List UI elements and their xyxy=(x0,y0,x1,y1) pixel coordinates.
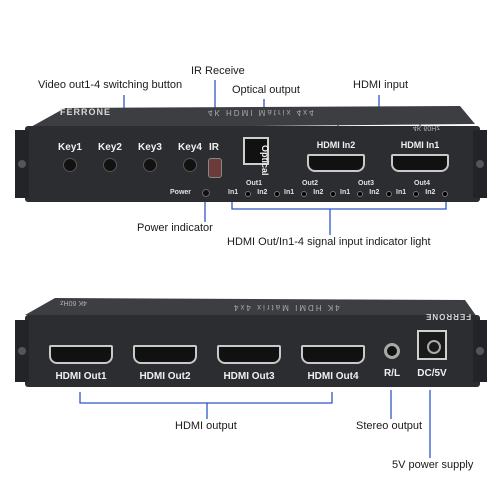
audio-out: R/L xyxy=(378,343,406,379)
optical-label: Optical xyxy=(260,145,270,176)
out4-in1-led xyxy=(412,191,419,197)
out1-group: Out1 In1 In2 xyxy=(228,180,280,197)
hdmi-in2: HDMI In2 xyxy=(306,140,366,172)
hdmi-out4-label: HDMI Out4 xyxy=(307,371,359,382)
key2-button[interactable] xyxy=(103,158,117,172)
audio-label: R/L xyxy=(383,368,401,379)
key3-button[interactable] xyxy=(143,158,157,172)
callout-hdmi-input: HDMI input xyxy=(353,79,409,91)
hdmi-out3-label: HDMI Out3 xyxy=(223,371,275,382)
out3-in2-led xyxy=(385,191,392,197)
out2-in1-label: In1 xyxy=(284,189,295,196)
out3-in1-label: In1 xyxy=(340,189,351,196)
out1-in1-led xyxy=(244,191,251,197)
out1-in1-label: In1 xyxy=(228,189,239,196)
out4-in2-label: In2 xyxy=(425,189,436,196)
key4-label: Key4 xyxy=(178,142,202,153)
out2-in2-led xyxy=(329,191,336,197)
ir-receiver-window xyxy=(208,158,222,178)
power-led xyxy=(202,189,210,197)
key2-label: Key2 xyxy=(98,142,122,153)
dc-power-jack[interactable] xyxy=(417,330,447,360)
out3-label: Out3 xyxy=(358,180,374,187)
callout-video-switch: Video out1-4 switching button xyxy=(38,79,183,91)
dc-power: DC/5V xyxy=(412,330,452,379)
out2-in1-led xyxy=(300,191,307,197)
hdmi-out3-port[interactable] xyxy=(217,345,281,364)
key4[interactable]: Key4 xyxy=(170,142,210,172)
out4-in1-label: In1 xyxy=(396,189,407,196)
out1-in2-label: In2 xyxy=(257,189,268,196)
optical-port[interactable] xyxy=(243,137,269,165)
callout-hdmi-output: HDMI output xyxy=(175,420,237,432)
out3-group: Out3 In1 In2 xyxy=(340,180,392,197)
hdmi-in1: HDMI In1 xyxy=(390,140,450,172)
out4-group: Out4 In1 In2 xyxy=(396,180,448,197)
hdmi-out4-port[interactable] xyxy=(301,345,365,364)
key1[interactable]: Key1 xyxy=(50,142,90,172)
out2-in2-label: In2 xyxy=(313,189,324,196)
hdmi-in1-port[interactable] xyxy=(391,154,449,172)
hdmi-in1-label: HDMI In1 xyxy=(400,140,440,150)
out2-group: Out2 In1 In2 xyxy=(284,180,336,197)
callout-optical-output: Optical output xyxy=(232,84,300,96)
hdmi-out1-label: HDMI Out1 xyxy=(55,371,107,382)
callout-stereo-output: Stereo output xyxy=(356,420,423,432)
rear-tag: 4K 60Hz xyxy=(60,299,87,306)
ir-label: IR xyxy=(209,142,219,153)
key3[interactable]: Key3 xyxy=(130,142,170,172)
front-tag: 4K 60Hz xyxy=(413,124,440,131)
power-label: Power xyxy=(170,189,192,196)
hdmi-out2-label: HDMI Out2 xyxy=(139,371,191,382)
hdmi-in2-port[interactable] xyxy=(307,154,365,172)
rear-brand: FERRONE xyxy=(425,312,472,321)
key4-button[interactable] xyxy=(183,158,197,172)
dc-power-label: DC/5V xyxy=(417,368,447,379)
hdmi-in2-label: HDMI In2 xyxy=(316,140,356,150)
callout-ir-receive: IR Receive xyxy=(191,65,245,77)
key2[interactable]: Key2 xyxy=(90,142,130,172)
out4-in2-led xyxy=(441,191,448,197)
out3-in1-led xyxy=(356,191,363,197)
callout-signal-indicator: HDMI Out/In1-4 signal input indicator li… xyxy=(227,236,431,248)
out2-label: Out2 xyxy=(302,180,318,187)
rear-model: 4K HDMI Matrix 4x4 xyxy=(232,303,340,312)
front-brand: FERRONE xyxy=(60,107,112,117)
hdmi-out2: HDMI Out2 xyxy=(130,345,200,382)
front-model: 4K HDMI Matrix 4x4 xyxy=(208,108,316,117)
audio-jack[interactable] xyxy=(384,343,400,359)
hdmi-out4: HDMI Out4 xyxy=(298,345,368,382)
key1-button[interactable] xyxy=(63,158,77,172)
out1-label: Out1 xyxy=(246,180,262,187)
out4-label: Out4 xyxy=(414,180,430,187)
hdmi-out1-port[interactable] xyxy=(49,345,113,364)
out3-in2-label: In2 xyxy=(369,189,380,196)
key1-label: Key1 xyxy=(58,142,82,153)
out1-in2-led xyxy=(273,191,280,197)
hdmi-out2-port[interactable] xyxy=(133,345,197,364)
callout-power-indicator: Power indicator xyxy=(137,222,213,234)
hdmi-out1: HDMI Out1 xyxy=(46,345,116,382)
hdmi-out3: HDMI Out3 xyxy=(214,345,284,382)
key3-label: Key3 xyxy=(138,142,162,153)
callout-power-supply: 5V power supply xyxy=(392,459,474,471)
